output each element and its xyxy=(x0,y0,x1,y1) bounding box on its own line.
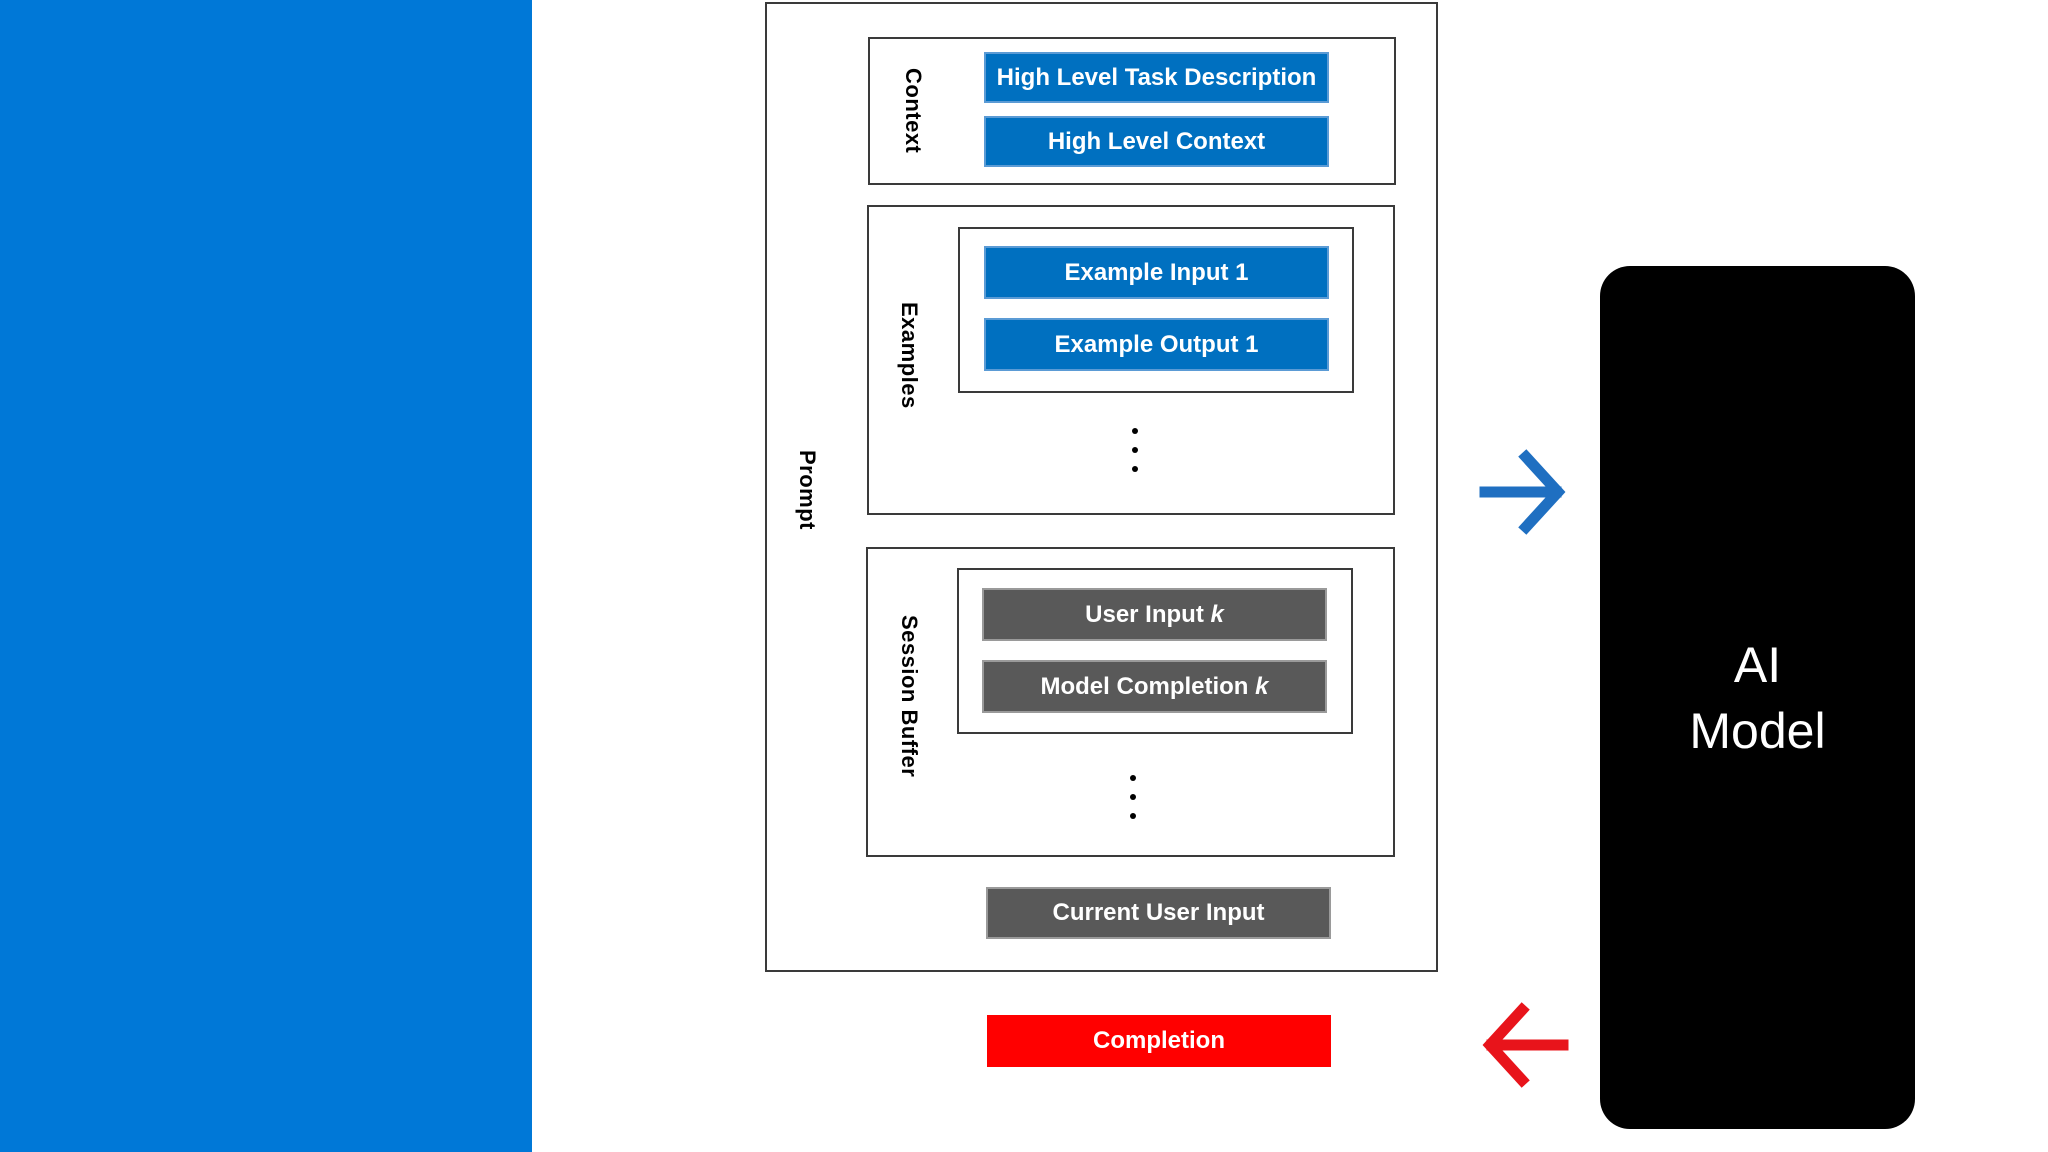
model-completion-text: Model Completion xyxy=(1040,672,1249,700)
prompt-label: Prompt xyxy=(795,450,820,530)
side-panel xyxy=(0,0,532,1152)
user-input-var: k xyxy=(1210,600,1224,628)
user-input-k-block: User Input k xyxy=(982,588,1327,641)
examples-label: Examples xyxy=(897,302,922,409)
session-ellipsis-dot xyxy=(1130,813,1136,819)
example-input-block: Example Input 1 xyxy=(984,246,1329,299)
example-pair-frame xyxy=(958,227,1354,393)
session-ellipsis-dot xyxy=(1130,775,1136,781)
examples-ellipsis-dot xyxy=(1132,428,1138,434)
high-level-context-block: High Level Context xyxy=(984,116,1329,167)
session-buffer-label: Session Buffer xyxy=(897,615,922,778)
user-input-text: User Input xyxy=(1085,600,1204,628)
current-user-input-block: Current User Input xyxy=(986,887,1331,939)
examples-ellipsis-dot xyxy=(1132,466,1138,472)
examples-frame xyxy=(867,205,1395,515)
session-buffer-frame xyxy=(866,547,1395,857)
example-output-block: Example Output 1 xyxy=(984,318,1329,371)
arrow-to-completion-icon xyxy=(1482,1002,1569,1088)
model-completion-k-block: Model Completion k xyxy=(982,660,1327,713)
completion-block: Completion xyxy=(987,1015,1331,1067)
context-frame xyxy=(868,37,1396,185)
examples-ellipsis-dot xyxy=(1132,447,1138,453)
high-level-task-description-block: High Level Task Description xyxy=(984,52,1329,103)
session-pair-frame xyxy=(957,568,1353,734)
session-ellipsis-dot xyxy=(1130,794,1136,800)
prompt-frame xyxy=(765,2,1438,972)
context-label: Context xyxy=(901,68,926,154)
ai-model-label-line2: Model xyxy=(1689,702,1826,759)
ai-model-label-line1: AI xyxy=(1733,636,1782,693)
model-completion-var: k xyxy=(1255,672,1269,700)
ai-model-box: AI Model xyxy=(1600,266,1915,1129)
arrow-to-model-icon xyxy=(1479,449,1566,535)
